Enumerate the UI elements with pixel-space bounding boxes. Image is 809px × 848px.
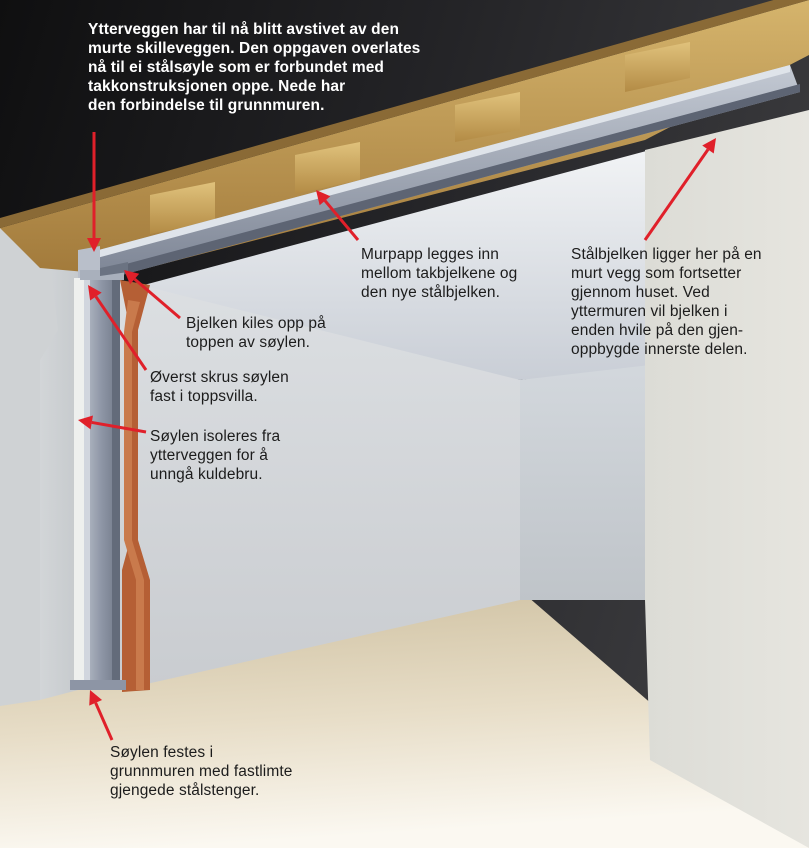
label-line: Ytterveggen har til nå blitt avstivet av…: [88, 20, 420, 39]
steel-post-flange: [112, 278, 120, 688]
label-line: fast i toppsvilla.: [150, 387, 289, 406]
label-line: murte skilleveggen. Den oppgaven overlat…: [88, 39, 420, 58]
label-line: den forbindelse til grunnmuren.: [88, 96, 420, 115]
label-line: enden hvile på den gjen-: [571, 321, 762, 340]
label-line: ytterveggen for å: [150, 446, 280, 465]
label-line: Søylen isoleres fra: [150, 427, 280, 446]
label-line: grunnmuren med fastlimte: [110, 762, 292, 781]
label-line: yttermuren vil bjelken i: [571, 302, 762, 321]
label-line: Øverst skrus søylen: [150, 368, 289, 387]
label-line: Stålbjelken ligger her på en: [571, 245, 762, 264]
label-line: Søylen festes i: [110, 743, 292, 762]
insulation-strip: [74, 278, 84, 688]
top-note-label: Ytterveggen har til nå blitt avstivet av…: [88, 20, 420, 115]
post-base-plate: [70, 680, 126, 690]
label-line: Murpapp legges inn: [361, 245, 517, 264]
label-line: gjengede stålstenger.: [110, 781, 292, 800]
label-line: gjennom huset. Ved: [571, 283, 762, 302]
steel-post-flange: [84, 278, 90, 688]
label-line: murt vegg som fortsetter: [571, 264, 762, 283]
right-wall: [645, 110, 809, 848]
label-line: Bjelken kiles opp på: [186, 314, 326, 333]
label-line: mellom takbjelkene og: [361, 264, 517, 283]
label-line: nå til ei stålsøyle som er forbundet med: [88, 58, 420, 77]
far-wall: [520, 360, 650, 600]
label-line: unngå kuldebru.: [150, 465, 280, 484]
label-line: den nye stålbjelken.: [361, 283, 517, 302]
label-line: oppbygde innerste delen.: [571, 340, 762, 359]
label-line: toppen av søylen.: [186, 333, 326, 352]
label-line: takkonstruksjonen oppe. Nede har: [88, 77, 420, 96]
